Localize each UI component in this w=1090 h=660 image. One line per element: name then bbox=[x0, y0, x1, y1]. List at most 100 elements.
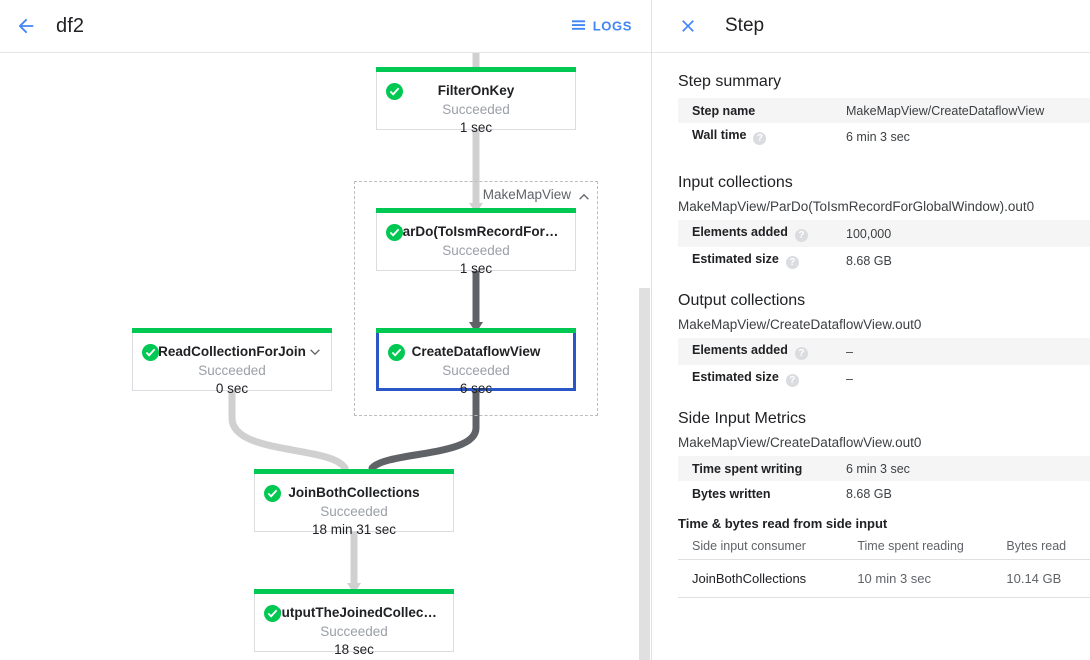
node-time: 1 sec bbox=[459, 261, 493, 276]
step-node-outputthejoinedcollection[interactable]: OutputTheJoinedCollec… Succeeded 18 sec bbox=[254, 589, 454, 657]
row-value: – bbox=[846, 371, 853, 386]
section-heading-step-summary: Step summary bbox=[678, 73, 782, 90]
graph-edges bbox=[228, 53, 483, 594]
spacer bbox=[678, 150, 1090, 174]
step-node-readcollectionforjoin[interactable]: ReadCollectionForJoin Succeeded 0 sec bbox=[132, 328, 332, 396]
node-status-bar bbox=[376, 67, 576, 72]
row-key: Elements added? bbox=[678, 220, 846, 247]
row-value: 100,000 bbox=[846, 226, 892, 241]
side-input-read-table: Side input consumer Time spent reading B… bbox=[678, 533, 1090, 598]
arrow-back-icon bbox=[18, 18, 34, 34]
chevron-down-icon[interactable] bbox=[308, 345, 322, 359]
table-row: Time spent writing 6 min 3 sec bbox=[678, 456, 1090, 481]
step-summary-table: Step name MakeMapView/CreateDataflowView… bbox=[678, 98, 1090, 150]
node-title: JoinBothCollections bbox=[288, 485, 420, 500]
check-circle-icon bbox=[386, 224, 403, 241]
node-status-bar bbox=[376, 208, 576, 213]
side-input-read-table-title: Time & bytes read from side input bbox=[678, 516, 888, 531]
help-icon[interactable]: ? bbox=[753, 132, 767, 145]
job-graph-canvas[interactable]: MakeMapView FilterOnKey Succeeded 1 sec bbox=[0, 53, 651, 660]
table-row: Elements added? – bbox=[678, 338, 1090, 365]
node-status-bar bbox=[254, 469, 454, 474]
node-status-bar bbox=[376, 328, 576, 333]
column-header-consumer: Side input consumer bbox=[678, 533, 858, 560]
node-title: FilterOnKey bbox=[437, 83, 515, 98]
node-status-bar bbox=[132, 328, 332, 333]
row-key-label: Elements added bbox=[692, 343, 788, 357]
step-details-header: Step bbox=[652, 0, 1090, 53]
node-title: ParDo(ToIsmRecordFor… bbox=[393, 224, 559, 239]
node-status: Succeeded bbox=[320, 504, 388, 519]
step-node-createdataflowview[interactable]: CreateDataflowView Succeeded 6 sec bbox=[376, 328, 576, 396]
node-title: CreateDataflowView bbox=[411, 344, 541, 359]
node-status: Succeeded bbox=[198, 363, 266, 378]
cell-bytes-read: 10.14 GB bbox=[1006, 559, 1090, 598]
row-value: – bbox=[846, 344, 853, 359]
graph-scrollbar-track[interactable] bbox=[639, 103, 651, 660]
help-icon[interactable]: ? bbox=[785, 256, 799, 269]
back-button[interactable] bbox=[6, 6, 46, 46]
row-value: 8.68 GB bbox=[846, 486, 892, 501]
row-key: Elements added? bbox=[678, 338, 846, 365]
cell-time-spent-reading: 10 min 3 sec bbox=[857, 559, 1007, 598]
node-status: Succeeded bbox=[442, 243, 510, 258]
node-time: 18 min 31 sec bbox=[311, 522, 397, 537]
row-key: Step name bbox=[692, 103, 756, 118]
section-heading-output-collections: Output collections bbox=[678, 292, 806, 309]
chevron-up-icon[interactable] bbox=[577, 190, 591, 204]
cell-consumer: JoinBothCollections bbox=[678, 559, 858, 598]
node-status: Succeeded bbox=[442, 363, 510, 378]
table-row: JoinBothCollections 10 min 3 sec 10.14 G… bbox=[678, 559, 1090, 598]
table-row: Bytes written 8.68 GB bbox=[678, 481, 1090, 506]
table-row: Estimated size? – bbox=[678, 365, 1090, 392]
check-circle-icon bbox=[264, 485, 281, 502]
check-circle-icon bbox=[386, 83, 403, 100]
column-header-time-spent-reading: Time spent reading bbox=[857, 533, 1007, 560]
node-time: 0 sec bbox=[215, 381, 249, 396]
step-details-body: Step summary Step name MakeMapView/Creat… bbox=[652, 53, 1090, 598]
step-node-pardo-toismrecordfor[interactable]: ParDo(ToIsmRecordFor… Succeeded 1 sec bbox=[376, 208, 576, 276]
close-icon bbox=[682, 20, 694, 32]
help-icon[interactable]: ? bbox=[794, 229, 808, 242]
section-heading-input-collections: Input collections bbox=[678, 174, 793, 191]
graph-scrollbar-thumb[interactable] bbox=[639, 288, 650, 660]
check-circle-icon bbox=[142, 344, 159, 361]
step-node-joinbothcollections[interactable]: JoinBothCollections Succeeded 18 min 31 … bbox=[254, 469, 454, 537]
input-collections-table: Elements added? 100,000 Estimated size? … bbox=[678, 220, 1090, 274]
row-value: 8.68 GB bbox=[846, 253, 892, 268]
table-row: Elements added? 100,000 bbox=[678, 220, 1090, 247]
row-value: 6 min 3 sec bbox=[846, 461, 910, 476]
composite-label: MakeMapView bbox=[482, 187, 571, 202]
side-input-metrics-table: Time spent writing 6 min 3 sec Bytes wri… bbox=[678, 456, 1090, 506]
row-value: 6 min 3 sec bbox=[846, 129, 910, 144]
check-circle-icon bbox=[264, 605, 281, 622]
output-collection-name: MakeMapView/CreateDataflowView.out0 bbox=[678, 317, 922, 332]
node-status-bar bbox=[254, 589, 454, 594]
step-node-filteronkey[interactable]: FilterOnKey Succeeded 1 sec bbox=[376, 67, 576, 135]
node-time: 18 sec bbox=[334, 642, 374, 657]
job-graph-pane: df2 LOGS bbox=[0, 0, 652, 660]
list-icon bbox=[571, 20, 585, 30]
job-title: df2 bbox=[56, 14, 85, 37]
side-input-collection-name: MakeMapView/CreateDataflowView.out0 bbox=[678, 435, 922, 450]
spacer bbox=[678, 392, 1090, 410]
panel-title: Step bbox=[725, 15, 765, 36]
row-key-label: Elements added bbox=[692, 225, 788, 239]
node-title: OutputTheJoinedCollec… bbox=[271, 605, 437, 620]
logs-label: LOGS bbox=[592, 18, 632, 34]
close-panel-button[interactable] bbox=[668, 6, 708, 46]
composite-transform-makemapview[interactable]: MakeMapView bbox=[354, 181, 598, 416]
logs-button[interactable]: LOGS bbox=[565, 14, 638, 39]
table-row: Estimated size? 8.68 GB bbox=[678, 247, 1090, 274]
column-header-bytes-read: Bytes read bbox=[1006, 533, 1090, 560]
table-header-row: Side input consumer Time spent reading B… bbox=[678, 533, 1090, 560]
check-circle-icon bbox=[388, 344, 405, 361]
input-collection-name: MakeMapView/ParDo(ToIsmRecordForGlobalWi… bbox=[678, 199, 1035, 214]
help-icon[interactable]: ? bbox=[785, 374, 799, 387]
help-icon[interactable]: ? bbox=[794, 347, 808, 360]
row-key: Time spent writing bbox=[692, 461, 803, 476]
row-key-label: Wall time bbox=[692, 128, 747, 142]
node-time: 6 sec bbox=[459, 381, 493, 396]
top-bar: df2 LOGS bbox=[0, 0, 651, 53]
